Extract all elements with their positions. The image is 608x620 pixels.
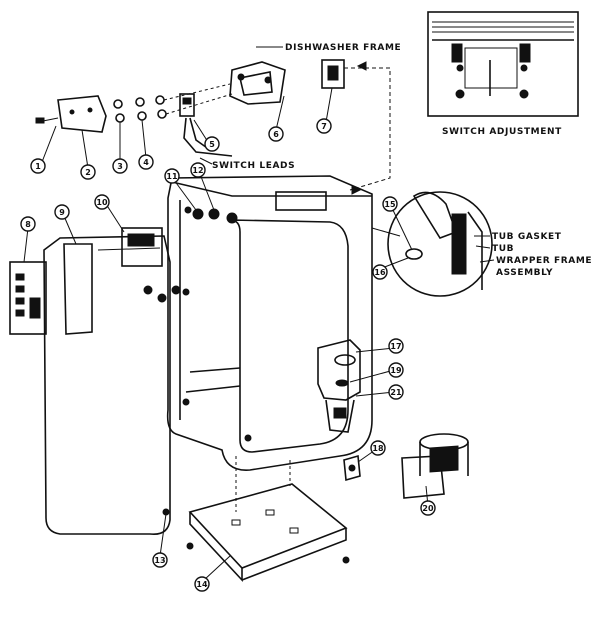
svg-text:15: 15 [384,200,396,209]
tub-gasket-detail [371,191,493,297]
callout-leaders [23,87,429,581]
tub-label: TUB [492,244,514,254]
callout-8: 8 [20,216,36,232]
tub-screws [192,208,238,224]
callout-12: 12 [190,162,206,178]
svg-text:3: 3 [117,162,123,171]
dishwasher-frame-label: DISHWASHER FRAME [285,43,401,53]
drain-hose [401,433,469,499]
svg-text:12: 12 [192,166,203,175]
callout-7: 7 [316,118,332,134]
base-plate [188,483,348,583]
svg-text:16: 16 [374,268,386,277]
svg-text:18: 18 [372,444,384,453]
callout-18: 18 [370,440,386,456]
mounting-clip [321,59,345,89]
callout-1: 1 [30,158,46,174]
inset-frame [427,11,579,117]
callout-20: 20 [420,500,436,516]
svg-text:1: 1 [35,162,41,171]
callout-11: 11 [164,168,180,184]
svg-text:9: 9 [59,208,65,217]
callout-2: 2 [80,164,96,180]
callout-9: 9 [54,204,70,220]
callout-6: 6 [268,126,284,142]
svg-text:5: 5 [209,140,215,149]
svg-text:14: 14 [196,580,208,589]
motor-coupler [343,454,361,482]
switch-adjustment-inset: SWITCH ADJUSTMENT [427,11,579,137]
panel-fasteners [143,285,181,303]
svg-text:13: 13 [154,556,165,565]
wrapper-frame-label-line2: ASSEMBLY [496,268,553,278]
svg-text:2: 2 [85,168,91,177]
door-hinge-bracket [121,227,163,267]
switch-leads-label: SWITCH LEADS [212,161,295,171]
svg-text:17: 17 [390,342,401,351]
tub [166,175,373,471]
svg-text:20: 20 [422,504,434,513]
tub-gasket-label: TUB GASKET [492,232,562,242]
callout-21: 21 [388,384,404,400]
callout-3: 3 [112,158,128,174]
svg-text:21: 21 [390,388,402,397]
callout-15: 15 [382,196,398,212]
pump-housing [317,339,361,433]
switch-adjustment-label: SWITCH ADJUSTMENT [442,127,562,137]
dishwasher-frame-bracket [229,61,286,105]
callout-17: 17 [388,338,404,354]
svg-text:11: 11 [166,172,178,181]
switch-body [179,93,195,117]
svg-text:7: 7 [321,122,327,131]
switch-bracket [57,95,107,133]
callout-10: 10 [94,194,110,210]
svg-text:10: 10 [96,198,108,207]
switch-panel [9,261,47,335]
wrapper-frame-label-line1: WRAPPER FRAME [496,256,592,266]
callout-14: 14 [194,576,210,592]
svg-text:6: 6 [273,130,279,139]
svg-text:4: 4 [143,158,149,167]
callout-13: 13 [152,552,168,568]
callout-19: 19 [388,362,404,378]
callout-16: 16 [372,264,388,280]
callout-5: 5 [204,136,220,152]
callout-4: 4 [138,154,154,170]
washers [113,95,167,123]
svg-text:8: 8 [25,220,31,229]
wrapper-panel [43,235,171,536]
svg-text:19: 19 [390,366,402,375]
